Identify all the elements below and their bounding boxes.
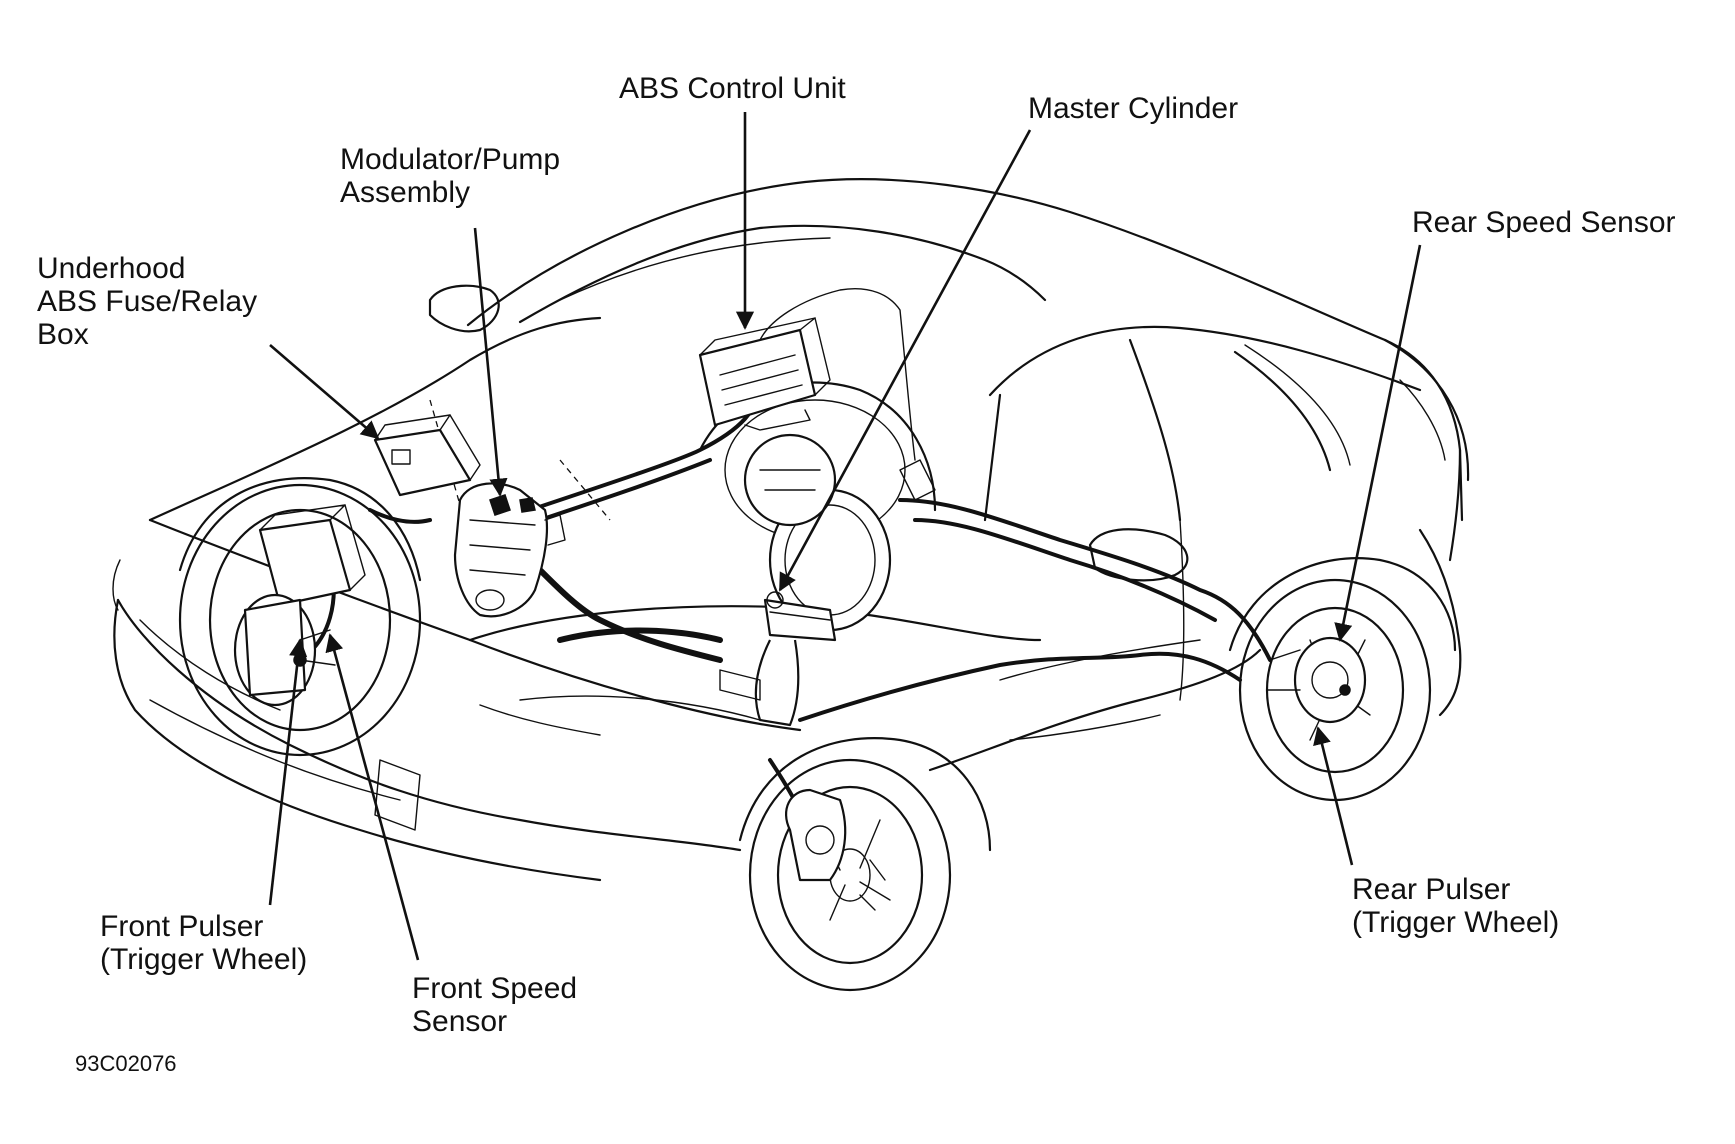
label-underhood-fuse-relay-box: Underhood ABS Fuse/Relay Box bbox=[37, 252, 257, 351]
abs-control-unit-part bbox=[698, 317, 831, 431]
battery-part bbox=[258, 504, 366, 607]
label-master-cylinder-line-1: Master Cylinder bbox=[1028, 92, 1239, 125]
label-abs-control-unit: ABS Control Unit bbox=[619, 72, 846, 105]
label-modulator-pump-line-2: Assembly bbox=[340, 176, 471, 209]
modulator-pump-part bbox=[453, 482, 566, 618]
leader-lines bbox=[268, 112, 1422, 961]
fuse-relay-box-part bbox=[373, 414, 481, 497]
label-rear-pulser-line-2: (Trigger Wheel) bbox=[1352, 906, 1560, 939]
label-front-speed-sensor-line-2: Sensor bbox=[412, 1005, 508, 1038]
label-modulator-pump-line-1: Modulator/Pump bbox=[340, 143, 561, 176]
master-cylinder-part bbox=[719, 488, 892, 727]
label-rear-pulser-line-1: Rear Pulser bbox=[1352, 873, 1511, 906]
label-rear-speed-sensor-line-1: Rear Speed Sensor bbox=[1412, 206, 1676, 239]
label-master-cylinder: Master Cylinder bbox=[1028, 92, 1238, 125]
rear-brake-assembly-part bbox=[1267, 636, 1367, 724]
figure-code: 93C02076 bbox=[75, 1051, 177, 1076]
label-front-pulser-line-2: (Trigger Wheel) bbox=[100, 943, 308, 976]
label-fuse-relay-line-2: ABS Fuse/Relay bbox=[37, 285, 258, 318]
label-rear-speed-sensor: Rear Speed Sensor bbox=[1412, 206, 1676, 239]
label-front-pulser: Front Pulser (Trigger Wheel) bbox=[100, 910, 307, 976]
label-fuse-relay-line-3: Box bbox=[37, 318, 89, 351]
front-brake-assembly-part bbox=[233, 593, 336, 707]
front-right-brake-assembly-part bbox=[785, 788, 886, 911]
rear-booster-part bbox=[743, 433, 936, 527]
label-front-speed-sensor-line-1: Front Speed bbox=[412, 972, 578, 1005]
label-fuse-relay-line-1: Underhood bbox=[37, 252, 186, 285]
label-front-pulser-line-1: Front Pulser bbox=[100, 910, 264, 943]
front-left-wheel bbox=[178, 477, 422, 757]
label-modulator-pump-assembly: Modulator/Pump Assembly bbox=[340, 143, 560, 209]
label-front-speed-sensor: Front Speed Sensor bbox=[412, 972, 577, 1038]
label-rear-pulser: Rear Pulser (Trigger Wheel) bbox=[1352, 873, 1559, 939]
label-abs-control-unit-line-1: ABS Control Unit bbox=[619, 72, 846, 105]
front-right-wheel bbox=[738, 737, 992, 992]
